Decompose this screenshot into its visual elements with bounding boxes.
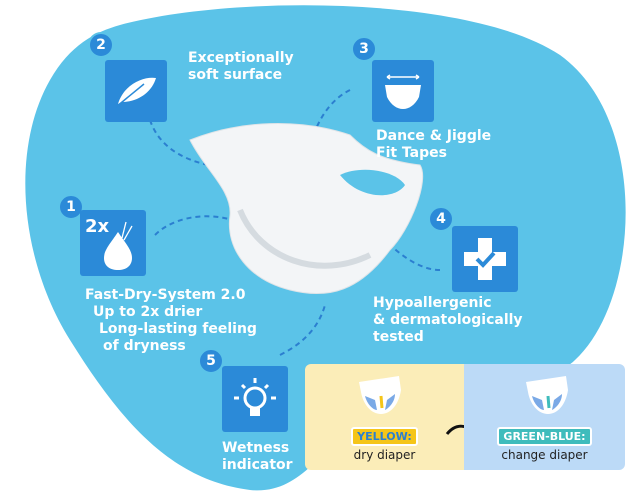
badge-2: 2 <box>88 32 114 58</box>
connector-2 <box>149 119 231 169</box>
badge-3: 3 <box>351 36 377 62</box>
fast-dry-drop-icon: 2x <box>80 210 146 276</box>
badge-5: 5 <box>198 348 224 374</box>
feather-icon <box>105 60 167 122</box>
badge-4: 4 <box>428 206 454 232</box>
green-blue-tag: GREEN-BLUE: <box>497 427 592 446</box>
2x-label: 2x <box>85 216 110 237</box>
diaper-image <box>189 123 424 295</box>
change-diaper-text: change diaper <box>501 448 588 462</box>
dry-diaper-text: dry diaper <box>353 448 416 462</box>
diaper-yellow-icon <box>359 376 401 414</box>
lightbulb-icon <box>222 366 288 432</box>
diaper-fit-icon <box>372 60 434 122</box>
change-diaper-panel: GREEN-BLUE: change diaper <box>464 364 625 470</box>
badge-1: 1 <box>58 194 84 220</box>
diaper-green-blue-icon <box>526 376 568 414</box>
wetness-indicator-panel: YELLOW: dry diaper GREEN-BLUE: change di… <box>305 364 625 470</box>
medical-cross-check-icon <box>452 226 518 292</box>
yellow-tag: YELLOW: <box>351 427 418 446</box>
dry-diaper-panel: YELLOW: dry diaper <box>305 364 479 470</box>
